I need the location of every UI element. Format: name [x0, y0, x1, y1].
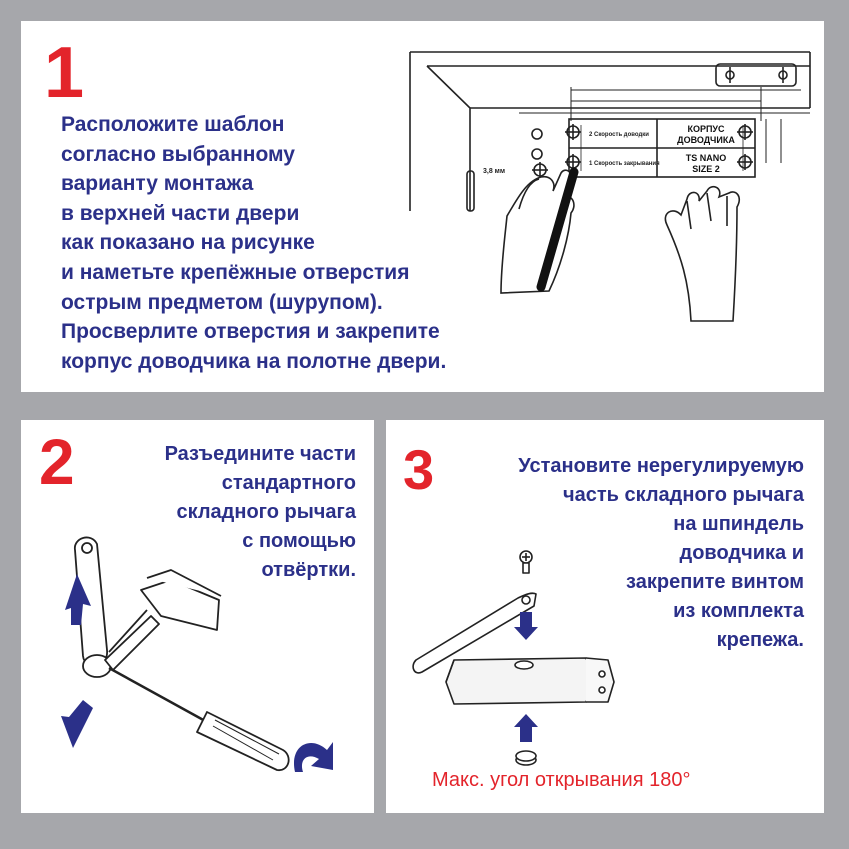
step-3-line: доводчика и: [679, 542, 804, 564]
step-3-number: 3: [403, 438, 435, 501]
step-2-line: стандартного: [221, 472, 356, 494]
step-3-line: из комплекта: [673, 600, 804, 622]
step-1-line: Расположите шаблон: [61, 113, 285, 136]
step-3-line: закрепите винтом: [626, 571, 804, 593]
step-1-line: как показано на рисунке: [61, 231, 315, 255]
step-2-line: складного рычага: [176, 501, 356, 523]
step-3-line: Установите нерегулируемую: [518, 455, 804, 477]
step-3-line: на шпиндель: [673, 513, 804, 535]
closer-assembly-illustration: [412, 550, 615, 766]
step-3-line: часть складного рычага: [562, 484, 804, 506]
drill-size-label: 3,8 мм: [483, 168, 505, 175]
step-1-line: корпус доводчика на полотне двери.: [61, 349, 447, 373]
step-2-instructions: Разъедините части стандартного складного…: [165, 440, 356, 585]
step-1-line: в верхней части двери: [61, 201, 300, 225]
step-2-line: Разъедините части: [164, 443, 356, 465]
step-2-line: отвёртки.: [261, 559, 356, 581]
step-1-line: Просверлите отверстия и закрепите: [61, 320, 440, 344]
door-template-illustration: 2 Скорость доводки 1 Скорость закрывания…: [409, 51, 811, 322]
step-3-instructions: Установите нерегулируемую часть складног…: [518, 452, 804, 655]
template-body-line1: КОРПУС: [687, 124, 725, 134]
step-1-line: острым предметом (шурупом).: [61, 290, 383, 314]
template-close-label: 1 Скорость закрывания: [589, 161, 660, 167]
step-1-panel: 1 Расположите шаблон согласно выбранному…: [21, 21, 824, 392]
template-model-line2: SIZE 2: [692, 164, 720, 174]
step-1-number: 1: [44, 33, 85, 113]
step-1-instructions: Расположите шаблон согласно выбранному в…: [61, 110, 446, 376]
step-3-line: крепежа.: [716, 629, 804, 651]
step-1-line: согласно выбранному: [61, 142, 295, 166]
template-speed-label: 2 Скорость доводки: [589, 132, 649, 138]
max-opening-angle-note: Макс. угол открывания 180°: [432, 769, 691, 791]
step-1-line: и наметьте крепёжные отверстия: [61, 260, 410, 284]
step-2-number: 2: [39, 426, 75, 498]
step-1-line: варианту монтажа: [61, 172, 254, 196]
step-2-line: с помощью: [242, 530, 356, 552]
template-body-line2: ДОВОДЧИКА: [677, 135, 735, 145]
step-3-panel: 3 Установите нерегулируемую часть складн…: [386, 420, 824, 813]
step-2-panel: 2 Разъедините части стандартного складно…: [21, 420, 374, 813]
lever-screwdriver-illustration: [61, 536, 333, 772]
template-model-line1: TS NANO: [686, 153, 727, 163]
